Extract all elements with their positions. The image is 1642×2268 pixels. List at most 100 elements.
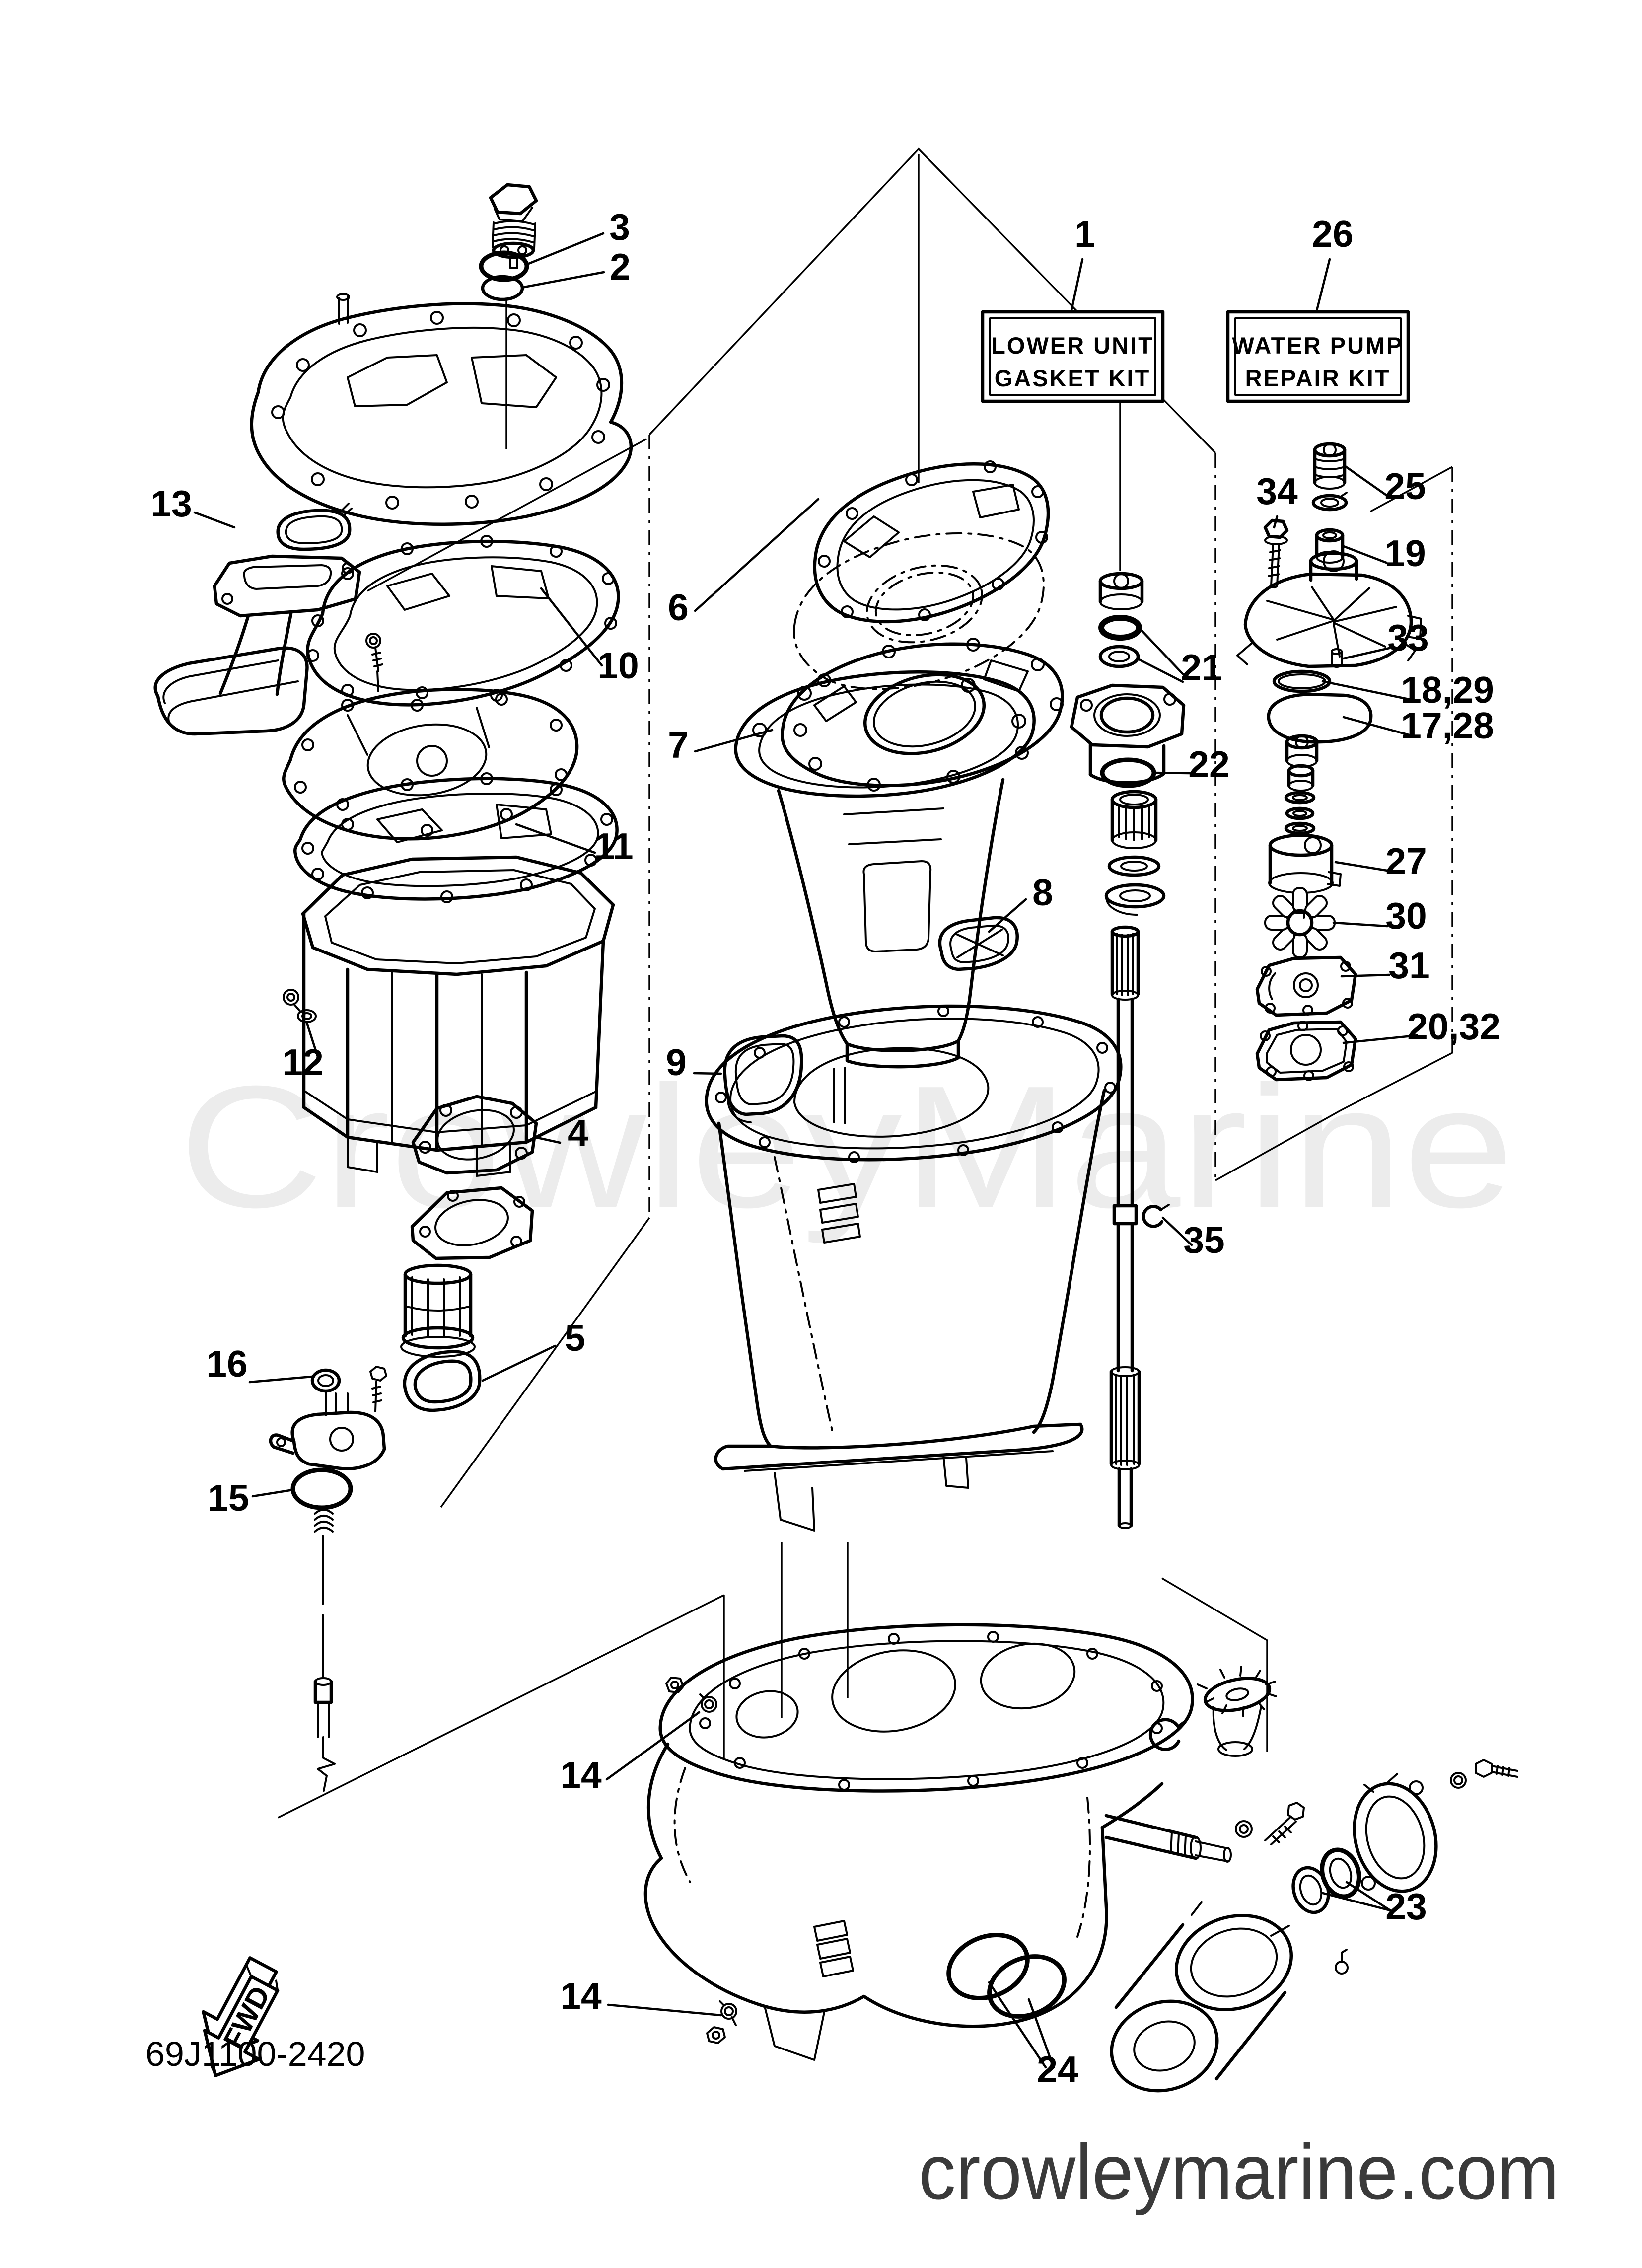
o-ring-3	[479, 250, 529, 282]
upper-case-lower	[705, 1004, 1123, 1532]
pump-cap-25	[1313, 442, 1347, 490]
gasket-17-28	[1267, 692, 1373, 744]
retainer-bolt-washer	[1450, 1759, 1518, 1789]
gasket-6	[813, 460, 1050, 624]
o-ring-2	[481, 275, 524, 301]
callout-7: 7	[668, 724, 689, 766]
pump-insert-27	[1268, 833, 1342, 894]
callout-13: 13	[150, 483, 192, 524]
pinion-snap-ring	[1148, 1718, 1186, 1751]
callout-23: 23	[1385, 1886, 1427, 1927]
callout-layer: 32 13 10 6 11 7 12 4 5 16 15 14 14 8 9 21 22 35 24 23 1 26 34 2…	[150, 206, 1500, 2090]
grommet-8	[938, 916, 1019, 971]
footer-url: crowleymarine.com	[919, 2128, 1559, 2216]
o-ring-35	[1142, 1204, 1170, 1228]
callout-35: 35	[1183, 1219, 1224, 1261]
callout-14: 14	[560, 1975, 602, 2017]
seal-5	[403, 1350, 482, 1412]
carrier-bolt-washer	[1235, 1802, 1305, 1845]
pump-seal-ring	[1311, 492, 1348, 512]
callout-21: 21	[1181, 647, 1222, 688]
water-tube-seal-13	[276, 503, 353, 551]
seals-23	[1291, 1847, 1361, 1914]
callout-6: 6	[668, 586, 689, 628]
shift-cam-16	[269, 1366, 387, 1470]
pump-bolt-34	[1263, 518, 1289, 588]
callout-15: 15	[208, 1477, 249, 1519]
kit-box-1-line-1: LOWER UNIT	[991, 332, 1154, 359]
callout-8: 8	[1032, 872, 1053, 913]
pump-bushing-19	[1315, 528, 1345, 564]
kit-box-water-pump: WATER PUMP REPAIR KIT	[1226, 310, 1410, 403]
callout-5: 5	[565, 1317, 585, 1359]
callout-19: 19	[1384, 532, 1426, 574]
callout-3: 3	[609, 206, 630, 248]
pump-plate-31	[1255, 955, 1357, 1017]
o-ring-18-29	[1272, 669, 1332, 693]
callout-24: 24	[1037, 2049, 1078, 2090]
shift-rod	[313, 1509, 336, 1792]
gasket-11	[293, 772, 619, 903]
kit-box-26-line-1: WATER PUMP	[1232, 332, 1403, 359]
construction-lines	[278, 147, 1453, 1819]
pump-housing	[1236, 550, 1422, 668]
callout-22: 22	[1188, 743, 1229, 785]
kit-box-26-line-2: REPAIR KIT	[1245, 365, 1391, 391]
callout-4: 4	[568, 1112, 588, 1154]
pump-cup	[1285, 734, 1319, 768]
callout-9: 9	[666, 1041, 687, 1083]
callout-33: 33	[1387, 617, 1428, 658]
callout-12: 12	[282, 1041, 323, 1083]
callout-2: 2	[610, 246, 631, 288]
callout-18,29: 18,29	[1401, 669, 1494, 711]
callout-25: 25	[1384, 465, 1426, 507]
pump-washers	[1284, 791, 1316, 835]
callout-34: 34	[1256, 470, 1298, 512]
callout-30: 30	[1385, 895, 1427, 937]
kit-box-1-line-2: GASKET KIT	[995, 365, 1151, 391]
callout-14: 14	[560, 1754, 602, 1796]
callout-26: 26	[1312, 213, 1353, 255]
upper-housing-top	[250, 293, 633, 526]
mid-housing	[282, 686, 579, 841]
callout-31: 31	[1388, 945, 1429, 986]
bearing-carrier	[1110, 1901, 1293, 2093]
strainer-cage	[400, 1263, 476, 1358]
o-rings-24	[946, 1932, 1067, 2019]
water-inlet-tube	[153, 554, 383, 736]
driveshaft-washers	[1104, 855, 1166, 916]
pinion-gear	[1197, 1666, 1277, 1757]
impeller-30	[1264, 887, 1336, 958]
callout-16: 16	[206, 1343, 247, 1385]
callout-11: 11	[594, 825, 633, 867]
diagram-code: 69J1100-2420	[145, 2035, 365, 2073]
kit-box-lower-unit: LOWER UNIT GASKET KIT	[981, 310, 1165, 403]
driveshaft-bushing	[1110, 790, 1158, 849]
o-ring-15	[290, 1467, 353, 1510]
grease-fitting	[1335, 1949, 1349, 1975]
callout-17,28: 17,28	[1401, 705, 1494, 746]
block-housing	[301, 855, 615, 1177]
pump-collar	[1287, 764, 1315, 792]
driveshaft-housing	[1070, 683, 1186, 785]
callout-1: 1	[1074, 213, 1095, 255]
callout-20,32: 20,32	[1407, 1006, 1500, 1047]
gasket-20-32	[1255, 1020, 1357, 1082]
leader-lines	[193, 232, 1419, 2069]
gasket-10	[306, 535, 620, 712]
callout-27: 27	[1385, 840, 1427, 882]
callout-10: 10	[597, 645, 639, 686]
gasket-7-dashed	[793, 532, 1045, 690]
washer-bolt-14b	[706, 2000, 737, 2044]
nut-washer-14a	[665, 1677, 717, 1713]
vent-plug	[489, 183, 538, 269]
driveshaft	[1109, 925, 1141, 1529]
driveshaft-seal-stack	[1098, 572, 1144, 668]
gear-case	[643, 1623, 1194, 2061]
screw-12	[283, 989, 317, 1023]
pump-pin-33	[1331, 648, 1343, 668]
carrier-retainer-ring	[1353, 1773, 1438, 1893]
mount-plate	[410, 1186, 534, 1260]
